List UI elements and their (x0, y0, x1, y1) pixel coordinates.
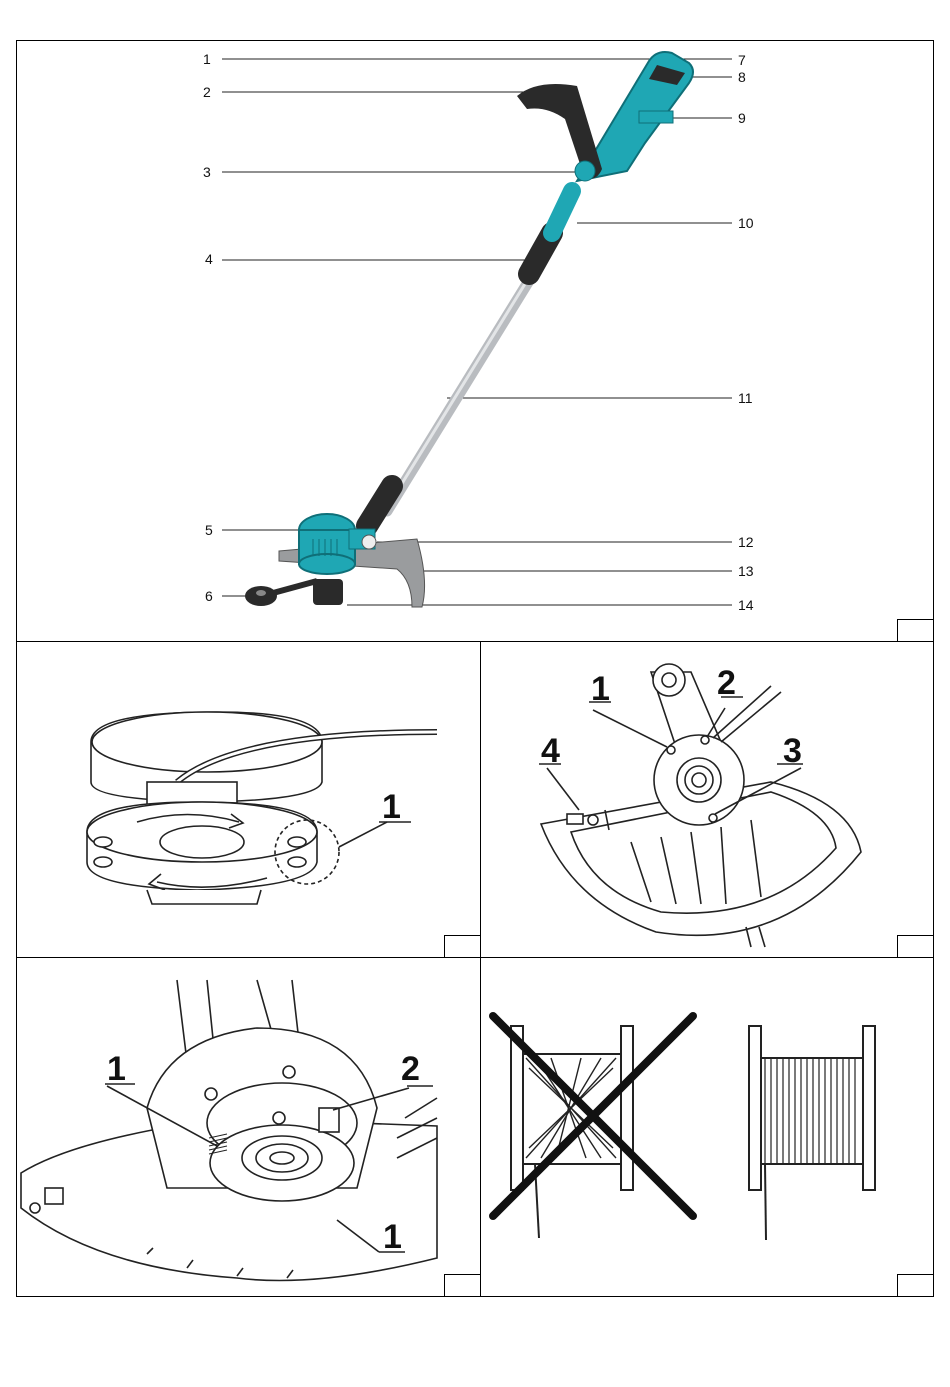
guard-diagram: 1 2 3 4 (481, 642, 935, 959)
figure-4-label-2: 2 (401, 1050, 420, 1088)
spool-release-diagram: 1 2 1 (17, 958, 482, 1298)
winding-diagram (481, 958, 935, 1298)
figure-3-panel: 1 2 3 4 (480, 641, 934, 958)
callout-4: 4 (205, 251, 213, 267)
figure-3-label-2: 2 (717, 664, 736, 702)
callout-11: 11 (738, 390, 753, 406)
figure-2-panel: 1 (16, 641, 481, 958)
callout-13: 13 (738, 563, 754, 579)
callout-8: 8 (738, 69, 746, 85)
callout-14: 14 (738, 597, 754, 613)
spool-cover-diagram: 1 (17, 642, 482, 959)
callout-12: 12 (738, 534, 754, 550)
figure-4-label-1-bottom: 1 (383, 1218, 402, 1256)
callout-10: 10 (738, 215, 754, 231)
callout-3: 3 (203, 164, 211, 180)
callout-6: 6 (205, 588, 213, 604)
figure-4-label-1-top: 1 (107, 1050, 126, 1088)
callout-5: 5 (205, 522, 213, 538)
correct-winding (749, 1026, 875, 1240)
figure-1-panel: 1 2 3 4 5 6 7 8 9 10 11 12 13 14 (16, 40, 934, 642)
figure-5-panel (480, 957, 934, 1297)
trimmer-diagram: 1 2 3 4 5 6 7 8 9 10 11 12 13 14 (17, 41, 935, 643)
callout-2: 2 (203, 84, 211, 100)
figure-3-label-1: 1 (591, 670, 610, 708)
callout-1: 1 (203, 51, 211, 67)
callout-7: 7 (738, 52, 746, 68)
figure-4-panel: 1 2 1 (16, 957, 481, 1297)
figure-3-label-3: 3 (783, 732, 802, 770)
figure-3-label-4: 4 (541, 732, 560, 770)
trimmer-illustration (245, 52, 693, 607)
figure-2-label-1: 1 (382, 788, 401, 826)
callout-9: 9 (738, 110, 746, 126)
